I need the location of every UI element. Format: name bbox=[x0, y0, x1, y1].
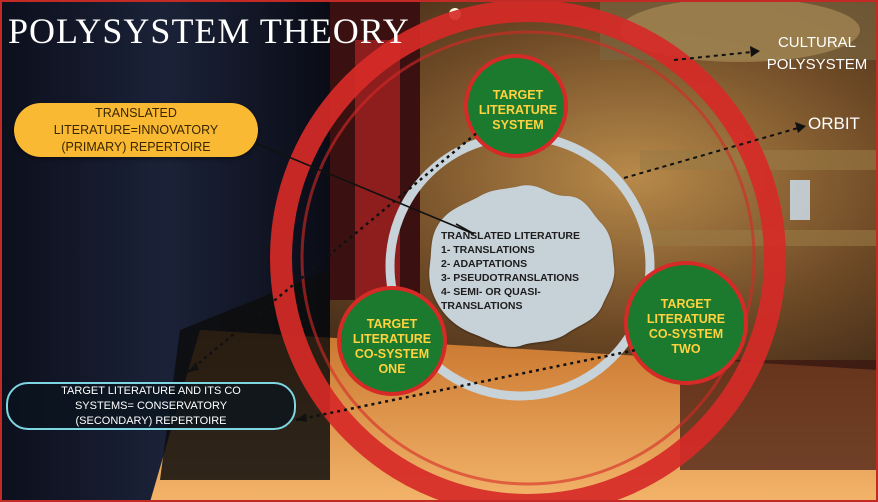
node-line: LITERATURE bbox=[646, 312, 726, 326]
node-line: TARGET bbox=[492, 88, 544, 102]
conservatory-repertoire-pill: TARGET LITERATURE AND ITS CO SYSTEMS= CO… bbox=[6, 382, 296, 430]
target-literature-system-label: TARGET LITERATURE SYSTEM bbox=[468, 88, 568, 133]
node-target-system bbox=[464, 54, 568, 158]
cultural-label-line: CULTURAL bbox=[777, 34, 857, 51]
pill-line: (PRIMARY) REPERTOIRE bbox=[61, 139, 211, 154]
node-line: ONE bbox=[378, 362, 406, 376]
node-line: TARGET bbox=[366, 317, 418, 331]
cultural-label-line: POLYSYSTEM bbox=[766, 56, 868, 73]
node-line: LITERATURE bbox=[478, 103, 558, 117]
translated-literature-list: TRANSLATED LITERATURE 1- TRANSLATIONS 2-… bbox=[441, 229, 611, 313]
center-list-item: TRANSLATIONS bbox=[441, 300, 523, 312]
center-list-item: 3- PSEUDOTRANSLATIONS bbox=[441, 272, 580, 284]
center-list-item: 4- SEMI- OR QUASI- bbox=[441, 286, 541, 298]
cosystem-one-label: TARGET LITERATURE CO-SYSTEM ONE bbox=[342, 317, 442, 377]
center-heading: TRANSLATED LITERATURE bbox=[441, 230, 581, 242]
node-line: CO-SYSTEM bbox=[648, 327, 724, 341]
node-line: SYSTEM bbox=[492, 118, 544, 132]
translated-literature-pill: TRANSLATED LITERATURE=INNOVATORY (PRIMAR… bbox=[14, 103, 258, 157]
arrow-orbit bbox=[623, 127, 799, 179]
page-title: POLYSYSTEM THEORY bbox=[8, 11, 410, 51]
node-cosystem-one bbox=[337, 286, 447, 396]
outer-ring bbox=[270, 0, 786, 502]
center-list-item: 1- TRANSLATIONS bbox=[441, 244, 535, 256]
node-line: TWO bbox=[671, 342, 701, 356]
node-line: CO-SYSTEM bbox=[354, 347, 430, 361]
pill-line: SYSTEMS= CONSERVATORY bbox=[74, 399, 228, 412]
connector-translated bbox=[254, 142, 475, 235]
connector-conservatory-right bbox=[295, 348, 637, 422]
orbit-label: ORBIT bbox=[808, 114, 860, 133]
arrow-cultural bbox=[673, 51, 753, 61]
pill-line: LITERATURE=INNOVATORY bbox=[53, 122, 219, 137]
cultural-polysystem-label: CULTURAL POLYSYSTEM bbox=[752, 32, 878, 76]
pill-line: TRANSLATED bbox=[95, 105, 177, 120]
pill-line: TARGET LITERATURE AND ITS CO bbox=[61, 384, 241, 397]
node-line: TARGET bbox=[660, 297, 712, 311]
center-blob bbox=[429, 185, 615, 347]
node-cosystem-two bbox=[624, 261, 748, 385]
node-line: LITERATURE bbox=[352, 332, 432, 346]
center-list-item: 2- ADAPTATIONS bbox=[441, 258, 528, 270]
cosystem-two-label: TARGET LITERATURE CO-SYSTEM TWO bbox=[630, 297, 742, 357]
pill-line: (SECONDARY) REPERTOIRE bbox=[75, 414, 227, 427]
